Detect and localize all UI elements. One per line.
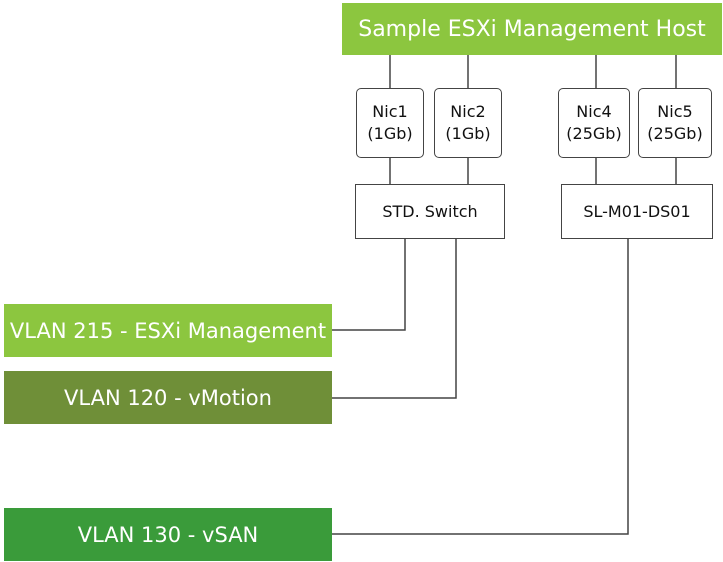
- vlan-label: VLAN 130 - vSAN: [77, 522, 259, 547]
- vlan-vsan-box: VLAN 130 - vSAN: [4, 508, 332, 561]
- line-std-mgmt: [332, 239, 406, 331]
- switch-label: STD. Switch: [382, 202, 478, 221]
- nic5-box: Nic5 (25Gb): [638, 88, 712, 158]
- vlan-label: VLAN 215 - ESXi Management: [9, 318, 327, 343]
- nic4-box: Nic4 (25Gb): [558, 88, 630, 158]
- nic-speed: (1Gb): [367, 124, 413, 143]
- nic-name: Nic2: [450, 102, 486, 121]
- nic-speed: (1Gb): [445, 124, 491, 143]
- nic1-box: Nic1 (1Gb): [356, 88, 424, 158]
- nic-name: Nic4: [576, 102, 612, 121]
- nic-name: Nic5: [657, 102, 693, 121]
- standard-switch-box: STD. Switch: [355, 184, 505, 239]
- management-host: Sample ESXi Management Host: [342, 3, 722, 55]
- nic-speed: (25Gb): [647, 124, 703, 143]
- vlan-vmotion-box: VLAN 120 - vMotion: [4, 371, 332, 424]
- nic2-box: Nic2 (1Gb): [434, 88, 502, 158]
- line-ds-vsan: [332, 239, 629, 535]
- host-label: Sample ESXi Management Host: [358, 16, 706, 42]
- switch-label: SL-M01-DS01: [583, 202, 691, 221]
- nic-name: Nic1: [372, 102, 408, 121]
- nic-speed: (25Gb): [566, 124, 622, 143]
- vlan-label: VLAN 120 - vMotion: [64, 385, 272, 410]
- vlan-management-box: VLAN 215 - ESXi Management: [4, 304, 332, 357]
- line-std-vmotion: [332, 239, 457, 399]
- distributed-switch-box: SL-M01-DS01: [561, 184, 713, 239]
